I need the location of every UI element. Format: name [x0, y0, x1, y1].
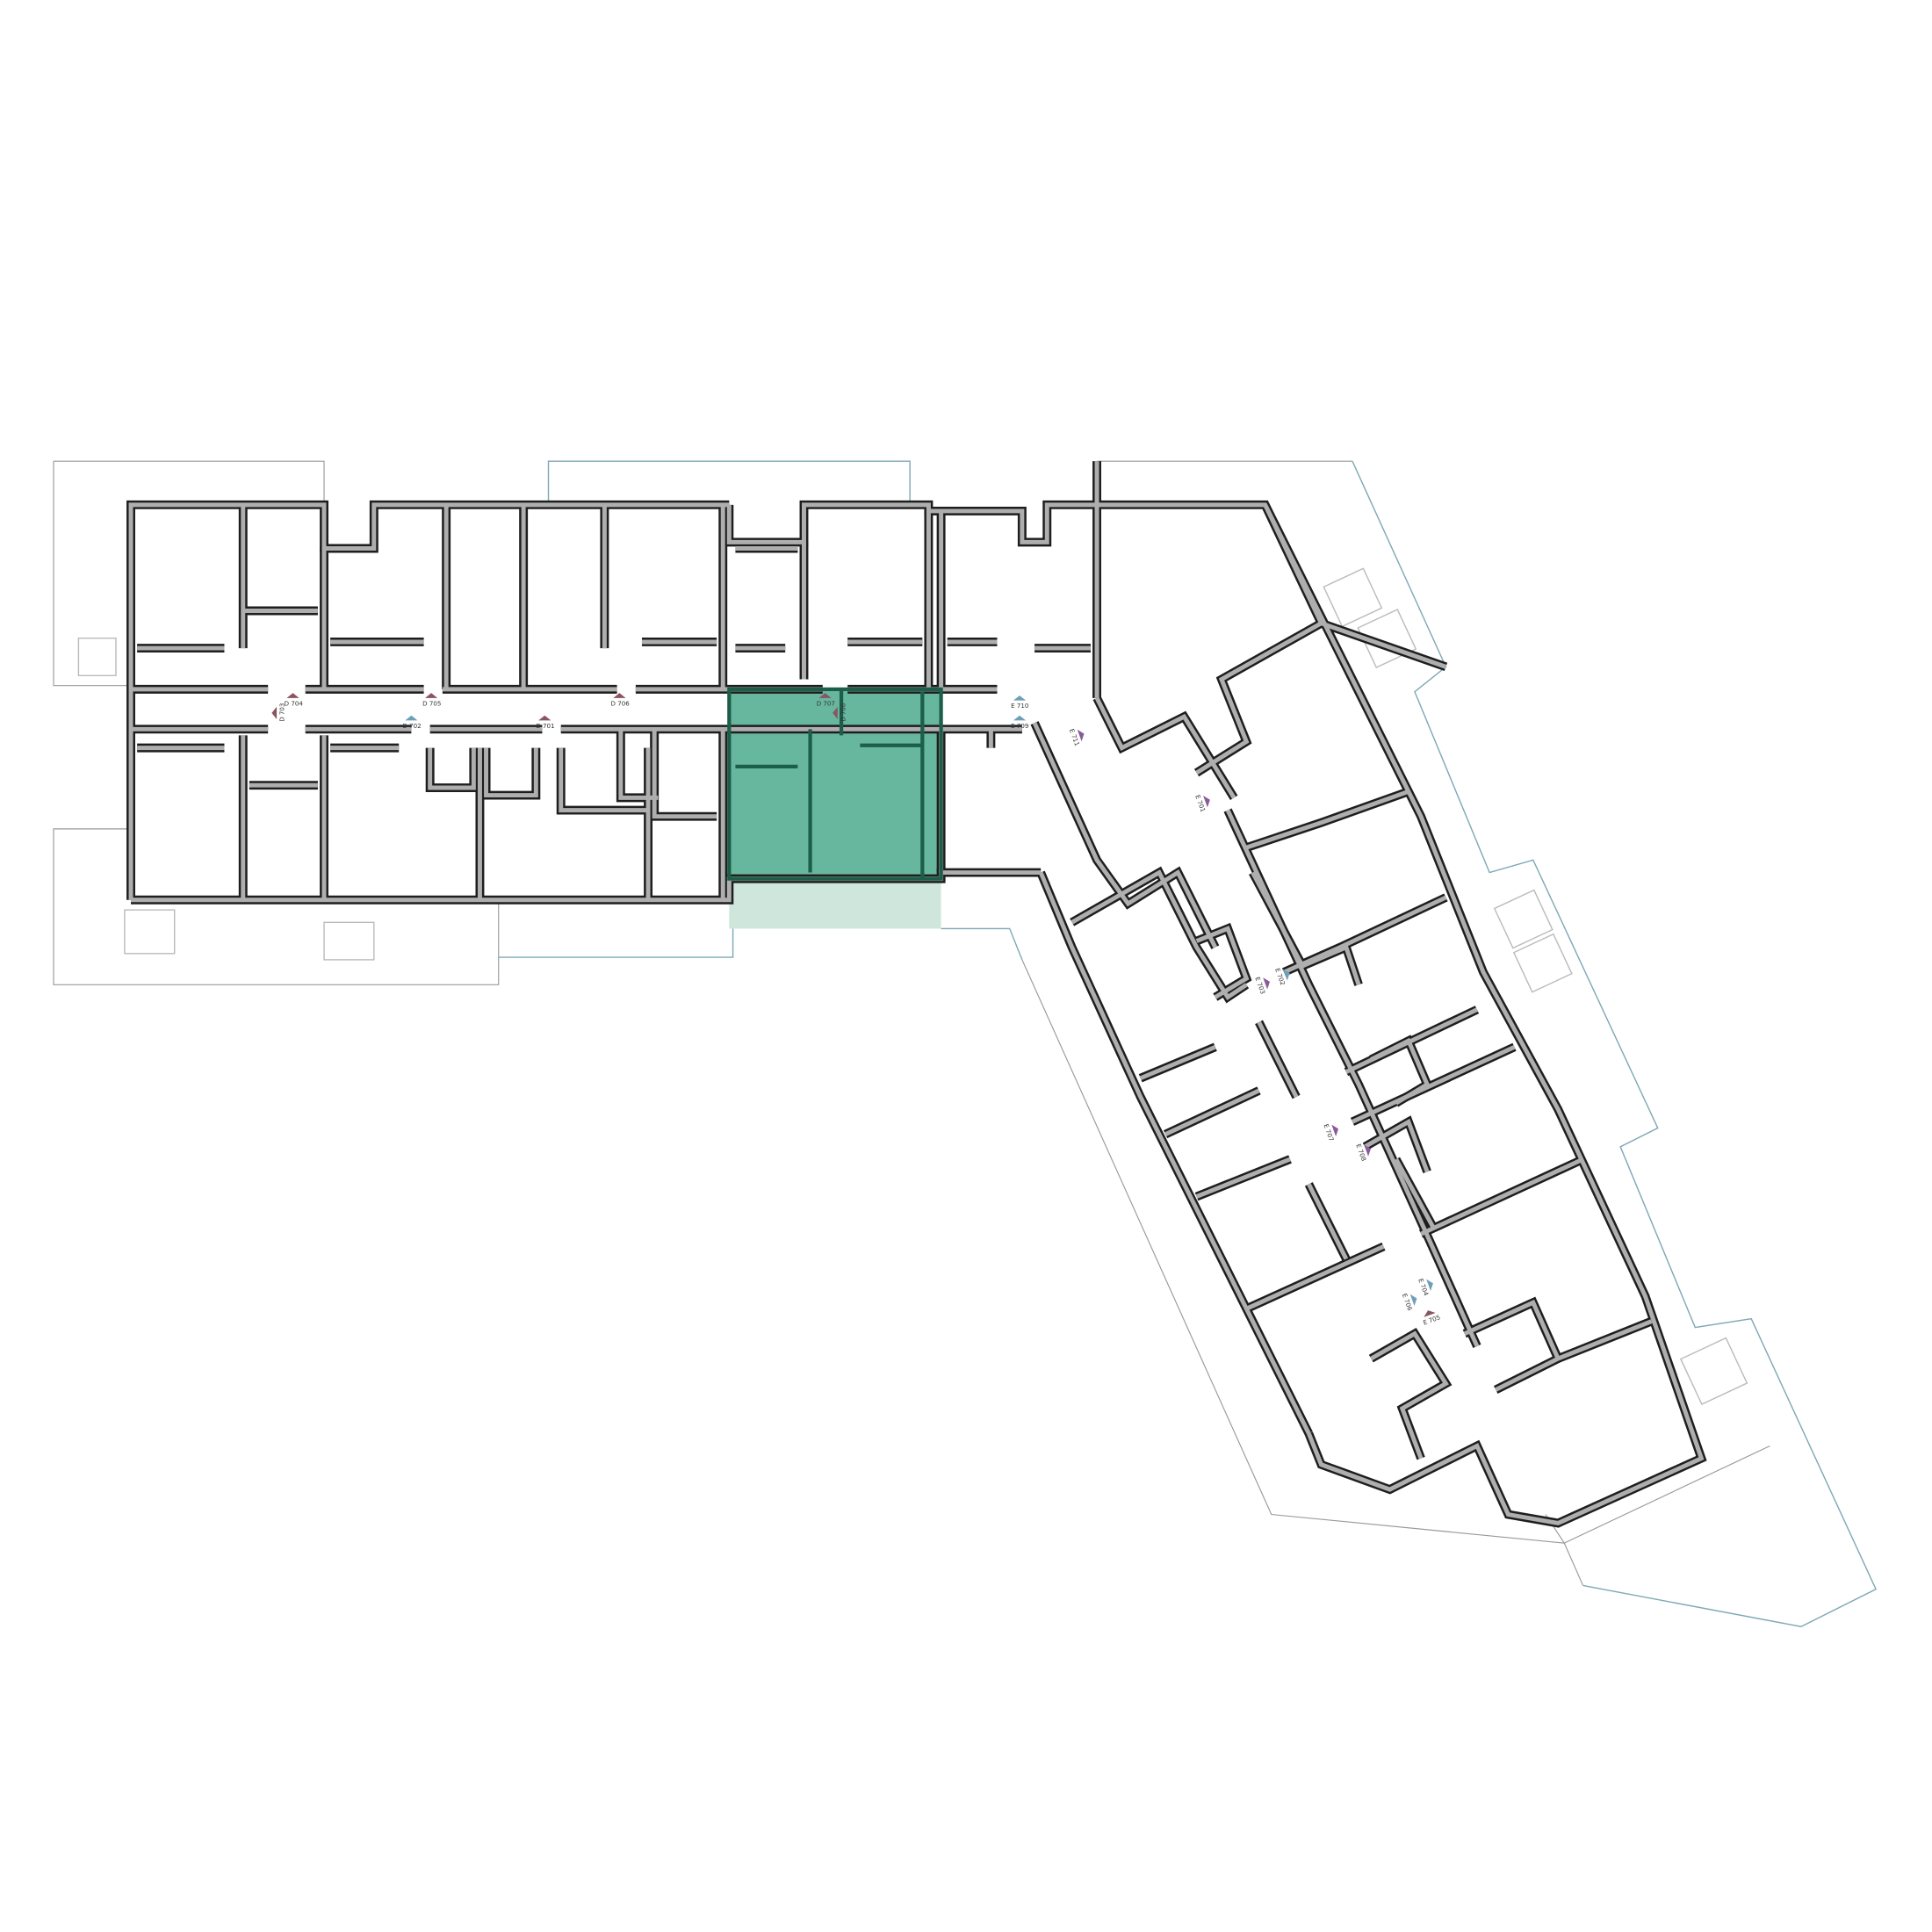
door-marker: E 707 [1322, 1123, 1339, 1143]
door-label: D 706 [610, 699, 630, 707]
door-marker: E 703 [1253, 976, 1270, 995]
door-label: E 711 [1068, 728, 1081, 747]
door-label: E 710 [1011, 702, 1029, 710]
door-arrow-icon [1013, 715, 1027, 721]
door-marker: D 701 [536, 715, 555, 730]
door-label: D 707 [817, 699, 835, 707]
door-label: E 704 [1417, 1278, 1431, 1298]
door-arrow-icon [1282, 969, 1290, 981]
door-marker: D 703 [271, 703, 286, 722]
door-marker: E 709 [1011, 715, 1028, 730]
door-marker: E 705 [1422, 1310, 1441, 1327]
terrace-outline-left-bottom [53, 828, 500, 985]
door-marker: E 704 [1417, 1278, 1433, 1298]
highlighted-apartment-walls [727, 687, 943, 881]
door-marker: E 711 [1068, 728, 1085, 747]
door-arrow-icon [1331, 1124, 1339, 1137]
highlighted-apartment-balcony[interactable] [729, 878, 941, 929]
door-arrow-icon [538, 715, 551, 721]
walls-outline [131, 461, 1701, 1523]
door-marker: D 702 [402, 715, 422, 730]
door-label: E 709 [1011, 722, 1028, 730]
door-arrow-icon [833, 706, 838, 719]
door-marker: D 708 [833, 703, 847, 722]
door-arrow-icon [1409, 1294, 1417, 1307]
door-marker: D 706 [610, 693, 630, 707]
door-label: E 703 [1253, 976, 1266, 995]
door-marker: D 707 [817, 693, 835, 707]
door-arrow-icon [286, 693, 299, 698]
door-arrow-icon [1077, 729, 1085, 742]
terrace-outline-left-top [53, 460, 325, 687]
door-marker: D 704 [285, 693, 304, 707]
door-label: E 706 [1401, 1293, 1415, 1313]
door-arrow-icon [613, 693, 626, 698]
terrace-outline-right-bottom [1021, 959, 1770, 1586]
balcony-outline-bottom [498, 927, 1023, 961]
door-arrow-icon [271, 706, 278, 719]
door-marker: E 701 [1193, 794, 1210, 813]
walls-fill [131, 461, 1701, 1523]
door-label: D 703 [278, 703, 286, 722]
door-arrow-icon [425, 693, 438, 698]
door-arrow-icon [1426, 1279, 1433, 1292]
door-marker: D 705 [422, 693, 441, 707]
door-arrow-icon [1364, 1144, 1371, 1157]
door-arrow-icon [1013, 696, 1027, 701]
door-arrow-icon [1424, 1310, 1436, 1317]
highlighted-apartment[interactable] [729, 688, 941, 879]
door-label: D 708 [839, 703, 847, 722]
door-label: E 701 [1193, 794, 1207, 813]
door-marker: E 706 [1401, 1293, 1417, 1313]
door-arrow-icon [405, 715, 418, 721]
door-arrow-icon [1263, 977, 1270, 990]
terrace-outline-right [1352, 460, 1878, 1627]
door-arrow-icon [1203, 795, 1210, 808]
skylight [77, 567, 1748, 1405]
terrace-outline-top [547, 460, 911, 505]
door-label: D 702 [402, 722, 421, 730]
door-label: D 701 [536, 722, 554, 730]
door-label: E 707 [1322, 1123, 1335, 1143]
door-label: D 705 [422, 699, 441, 707]
door-label: E 705 [1422, 1313, 1441, 1326]
door-label: D 704 [285, 699, 304, 707]
door-marker: E 710 [1011, 696, 1029, 710]
door-arrow-icon [818, 693, 832, 698]
